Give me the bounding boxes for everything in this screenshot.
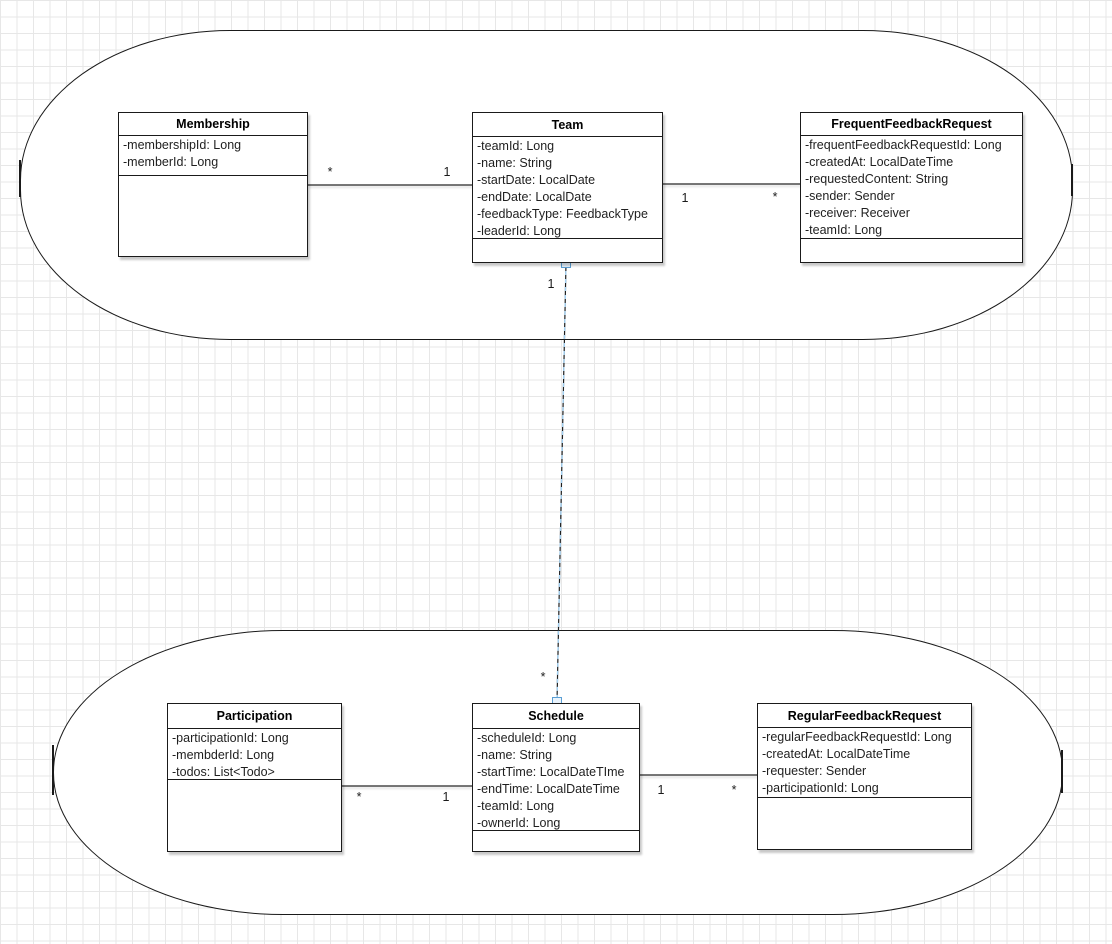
class-empty-compartment: [168, 780, 341, 851]
class-attributes: -scheduleId: Long -name: String -startTime…: [473, 729, 639, 831]
class-attribute: -name: String: [477, 748, 553, 762]
class-attribute: -ownerId: Long: [477, 816, 561, 830]
class-box-regular-feedback-request[interactable]: RegularFeedbackRequest-regularFeedbackRe…: [757, 703, 972, 850]
class-empty-compartment: [119, 176, 307, 256]
class-attribute: -teamId: Long: [805, 223, 883, 237]
class-empty-compartment: [473, 239, 662, 262]
multiplicity-label[interactable]: *: [539, 670, 547, 684]
class-box-frequent-feedback-request[interactable]: FrequentFeedbackRequest-frequentFeedback…: [800, 112, 1023, 263]
multiplicity-label[interactable]: 1: [442, 165, 452, 179]
class-attribute: -requester: Sender: [762, 764, 867, 778]
class-attributes: -participationId: Long -membderId: Long -t…: [168, 729, 341, 780]
class-title: RegularFeedbackRequest: [758, 704, 971, 728]
class-empty-compartment: [473, 831, 639, 851]
class-attribute: -teamId: Long: [477, 799, 555, 813]
class-title: FrequentFeedbackRequest: [801, 113, 1022, 136]
class-attribute: -membershipId: Long: [123, 138, 242, 152]
container-edge-tick: [1071, 164, 1073, 196]
class-attribute: -startTime: LocalDateTIme: [477, 765, 625, 779]
class-box-participation[interactable]: Participation -participationId: Long -memb…: [167, 703, 342, 852]
multiplicity-label[interactable]: 1: [656, 783, 666, 797]
class-attribute: -sender: Sender: [805, 189, 895, 203]
class-title: Team: [473, 113, 662, 137]
class-attribute: -todos: List<Todo>: [172, 765, 275, 779]
class-attribute: -name: String: [477, 156, 553, 170]
class-attribute: -endDate: LocalDate: [477, 190, 592, 204]
container-edge-tick: [1061, 750, 1063, 793]
class-attribute: -receiver: Receiver: [805, 206, 910, 220]
class-attribute: -leaderId: Long: [477, 224, 562, 238]
multiplicity-label[interactable]: 1: [441, 790, 451, 804]
class-box-membership[interactable]: Membership -membershipId: Long -memberId: …: [118, 112, 308, 257]
class-attribute: -participationId: Long: [762, 781, 879, 795]
class-attribute: -regularFeedbackRequestId: Long: [762, 730, 952, 744]
class-title: Participation: [168, 704, 341, 729]
container-edge-tick: [19, 160, 21, 197]
class-title: Membership: [119, 113, 307, 136]
class-attribute: -feedbackType: FeedbackType: [477, 207, 648, 221]
class-empty-compartment: [758, 798, 971, 849]
class-title: Schedule: [473, 704, 639, 729]
multiplicity-label[interactable]: 1: [546, 277, 556, 291]
class-box-team[interactable]: Team -teamId: Long -name: String -startDate…: [472, 112, 663, 263]
class-attribute: -teamId: Long: [477, 139, 555, 153]
class-attributes: -teamId: Long -name: String -startDate: Lo…: [473, 137, 662, 239]
class-attribute: -requestedContent: String: [805, 172, 949, 186]
class-attributes: -frequentFeedbackRequestId: Long -created…: [801, 136, 1022, 239]
class-attribute: -endTime: LocalDateTime: [477, 782, 620, 796]
multiplicity-label[interactable]: *: [326, 165, 334, 179]
class-attribute: -membderId: Long: [172, 748, 275, 762]
class-attribute: -createdAt: LocalDateTime: [805, 155, 954, 169]
class-attribute: -createdAt: LocalDateTime: [762, 747, 911, 761]
multiplicity-label[interactable]: 1: [680, 191, 690, 205]
class-attribute: -scheduleId: Long: [477, 731, 577, 745]
class-empty-compartment: [801, 239, 1022, 262]
class-attribute: -participationId: Long: [172, 731, 289, 745]
class-attribute: -memberId: Long: [123, 155, 219, 169]
container-edge-tick: [52, 745, 54, 795]
class-attributes: -regularFeedbackRequestId: Long -createdA…: [758, 728, 971, 798]
class-attributes: -membershipId: Long -memberId: Long: [119, 136, 307, 176]
class-attribute: -frequentFeedbackRequestId: Long: [805, 138, 1002, 152]
class-box-schedule[interactable]: Schedule-scheduleId: Long-name: String-s…: [472, 703, 640, 852]
class-attribute: -startDate: LocalDate: [477, 173, 596, 187]
multiplicity-label[interactable]: *: [355, 790, 363, 804]
multiplicity-label[interactable]: *: [730, 783, 738, 797]
multiplicity-label[interactable]: *: [771, 190, 779, 204]
